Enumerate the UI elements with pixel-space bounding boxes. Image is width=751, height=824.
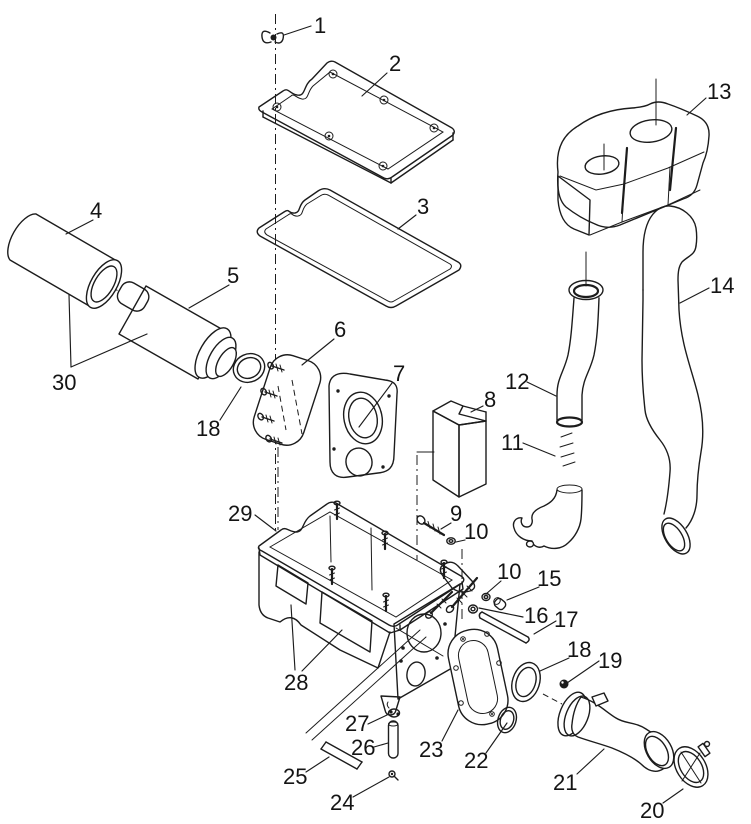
part-8-foam-block: [432, 400, 487, 498]
callout-30: 30: [52, 370, 76, 395]
plate-studs: [257, 361, 285, 446]
callout-7: 7: [393, 361, 405, 386]
callout-1: 1: [314, 13, 326, 38]
part-10-nut-upper: [446, 537, 456, 545]
callout-24: 24: [330, 790, 354, 815]
part-25-vent-tube: [320, 741, 363, 770]
part-29-air-box: [257, 500, 465, 716]
drain-funnel: [380, 695, 401, 716]
part-17-vent-hose: [478, 611, 530, 644]
callout-21: 21: [553, 770, 577, 795]
leader-lines: [65, 25, 710, 804]
callout-26: 26: [351, 735, 375, 760]
callout-4: 4: [90, 198, 102, 223]
part-20-clamp: [673, 740, 711, 788]
part-23-flange-plate: [447, 628, 509, 726]
callout-9: 9: [450, 501, 462, 526]
callout-19: 19: [598, 648, 622, 673]
part-16-washer: [467, 604, 479, 614]
part-22-seal-ring: [496, 706, 518, 734]
callout-13: 13: [707, 79, 731, 104]
hose-tick-marks: [559, 432, 576, 467]
callout-12: 12: [505, 369, 529, 394]
vent-panel-2: [319, 591, 373, 653]
vent-panel-1: [275, 564, 309, 605]
part-24-screw: [388, 770, 399, 781]
callout-18-upper: 18: [196, 416, 220, 441]
callout-14: 14: [710, 273, 734, 298]
callout-2: 2: [389, 51, 401, 76]
part-21-intake-boot: [557, 691, 675, 772]
callout-3: 3: [417, 194, 429, 219]
callout-5: 5: [227, 263, 239, 288]
callout-18-lower: 18: [567, 637, 591, 662]
callout-22: 22: [464, 748, 488, 773]
callout-15: 15: [537, 566, 561, 591]
flange-hardware: [424, 561, 530, 644]
callout-11: 11: [501, 430, 524, 455]
part-26-drain-tube: [387, 720, 399, 759]
part-19-nut: [559, 679, 569, 689]
part-5-filter-element: [116, 281, 238, 380]
part-13-silencer-foam: [556, 101, 710, 236]
part-1-screw: [261, 30, 285, 44]
callout-25: 25: [283, 764, 307, 789]
part-6-adapter-plate: [252, 354, 322, 446]
callout-10-lower: 10: [497, 559, 521, 584]
callout-20: 20: [640, 798, 664, 823]
part-15-spacer: [493, 597, 507, 611]
callout-23: 23: [419, 737, 443, 762]
callout-labels: 1 2 3 4 5 30 18 6 7 8 9 10 13 14 12 11 2…: [52, 13, 734, 823]
part-27-clamp-fitting: [386, 701, 401, 718]
callout-6: 6: [334, 317, 346, 342]
callout-8: 8: [484, 387, 496, 412]
part-2-cover-plate: [258, 60, 455, 184]
part-3-gasket: [256, 188, 462, 309]
callout-28: 28: [284, 670, 308, 695]
part-14-intake-duct: [641, 205, 704, 555]
callout-27: 27: [345, 711, 369, 736]
part-18-seal-lower: [511, 661, 541, 703]
part-9-screw: [416, 515, 446, 537]
part-4-foam-tube: [7, 213, 123, 309]
bolt-b: [424, 590, 454, 619]
callout-29: 29: [228, 501, 252, 526]
plate-screw-holes: [272, 69, 439, 171]
callout-10-upper: 10: [464, 519, 488, 544]
callout-16: 16: [524, 603, 548, 628]
bolt-a: [445, 576, 479, 614]
part-18-oring-upper: [232, 352, 266, 384]
mounting-studs: [328, 500, 448, 613]
callout-17: 17: [554, 607, 578, 632]
part-12-breather-pipe: [512, 279, 604, 550]
